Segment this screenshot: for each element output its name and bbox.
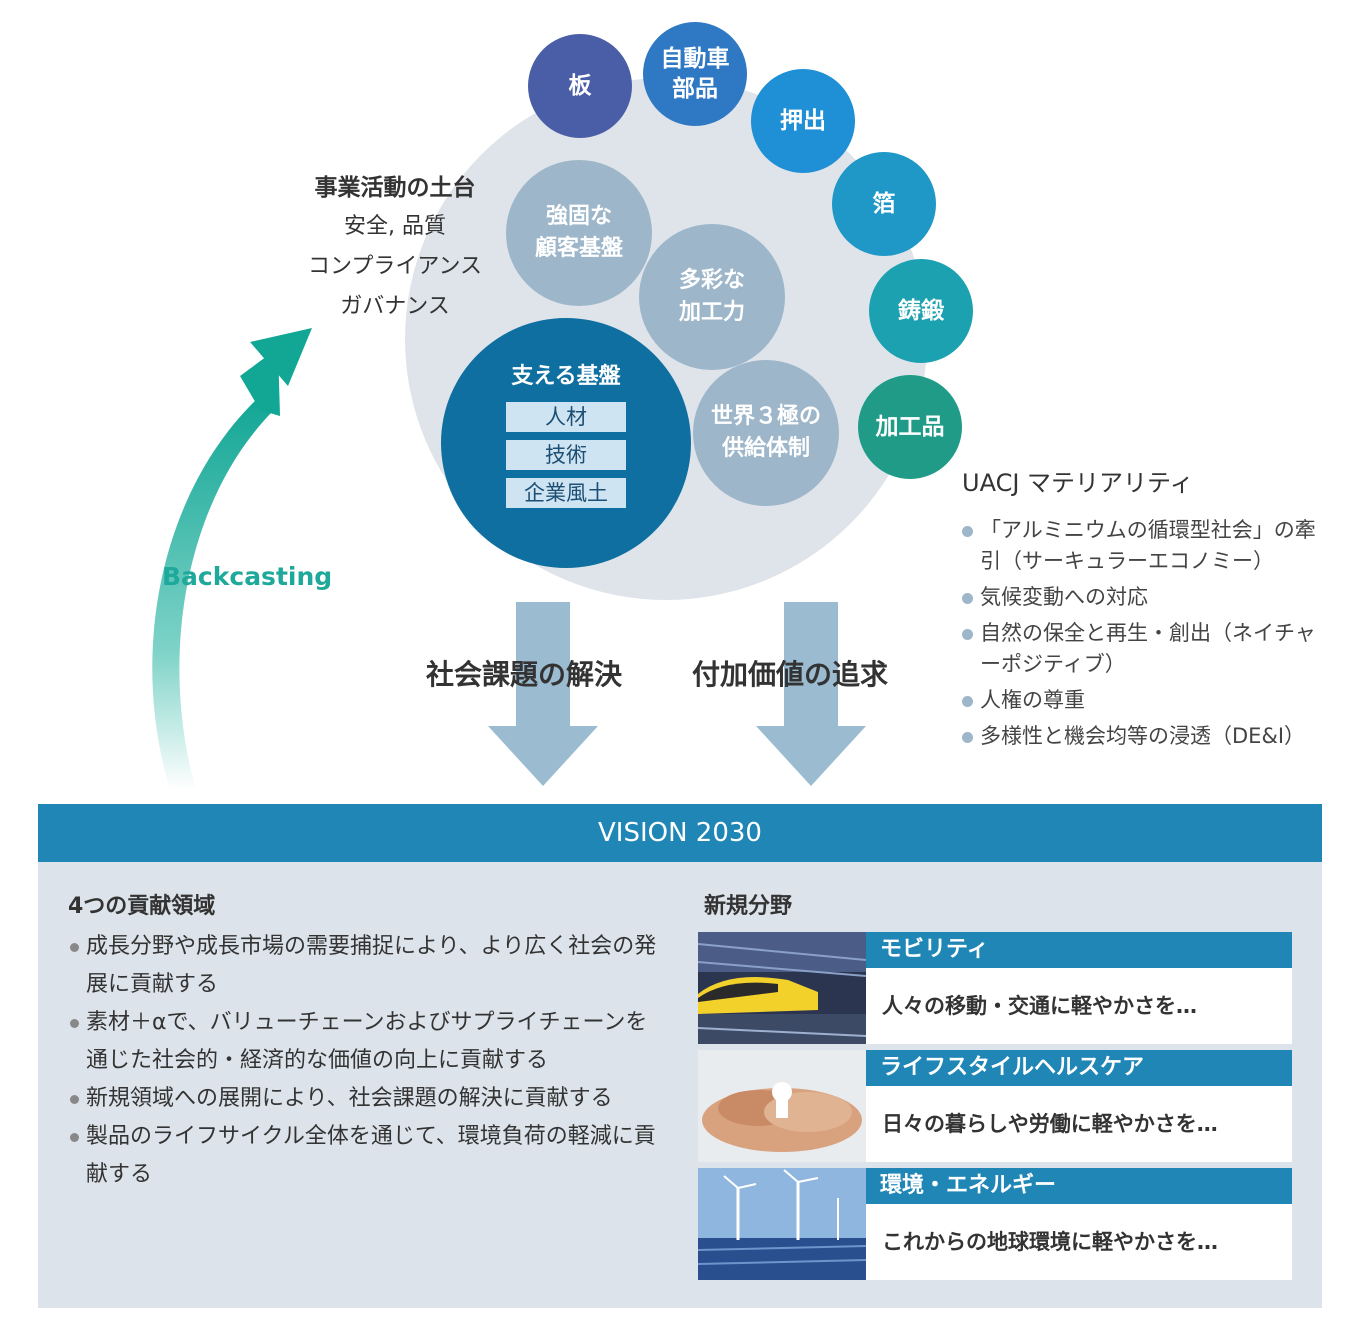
backcasting-arrow bbox=[152, 328, 312, 790]
new-field-lifestyle-healthcare: ライフスタイルヘルスケア 日々の暮らしや労働に軽やかさを… bbox=[698, 1050, 1292, 1162]
new-field-environment-energy: 環境・エネルギー これからの地球環境に軽やかさを… bbox=[698, 1168, 1292, 1280]
foundation-line: コンプライアンス bbox=[307, 254, 483, 279]
contribution-list: 成長分野や成長市場の需要捕捉により、より広く社会の発展に貢献する 素材＋αで、バ… bbox=[68, 928, 658, 1194]
bullet-icon bbox=[962, 593, 973, 604]
train-image bbox=[698, 932, 866, 1044]
materiality-item: 「アルミニウムの循環型社会」の牽引（サーキュラーエコノミー） bbox=[958, 515, 1328, 577]
contribution-item: 製品のライフサイクル全体を通じて、環境負荷の軽減に貢献する bbox=[68, 1118, 658, 1194]
field-name: モビリティ bbox=[866, 932, 1292, 968]
contribution-item: 素材＋αで、バリューチェーンおよびサプライチェーンを通じた社会的・経済的な価値の… bbox=[68, 1004, 658, 1080]
segment-circle-auto-parts: 自動車 部品 bbox=[643, 22, 747, 126]
bullet-icon bbox=[70, 1095, 79, 1104]
support-item: 企業風土 bbox=[506, 478, 626, 508]
foundation-line: 安全, 品質 bbox=[344, 214, 446, 239]
field-description: 人々の移動・交通に軽やかさを… bbox=[882, 994, 1197, 1018]
contribution-item: 新規領域への展開により、社会課題の解決に貢献する bbox=[68, 1080, 658, 1118]
social-issues-down-arrow bbox=[488, 602, 598, 786]
segment-circle-processed-products: 加工品 bbox=[858, 375, 962, 479]
supply-system-circle: 世界３極の 供給体制 bbox=[693, 360, 839, 506]
new-fields-title: 新規分野 bbox=[704, 894, 793, 919]
bullet-icon bbox=[70, 1133, 79, 1142]
vision-title-bar: VISION 2030 bbox=[38, 804, 1322, 862]
contribution-title: 4つの貢献領域 bbox=[68, 894, 216, 919]
support-foundation-circle: 支える基盤 人材 技術 企業風土 bbox=[441, 318, 691, 568]
new-field-mobility: モビリティ 人々の移動・交通に軽やかさを… bbox=[698, 932, 1292, 1044]
customer-base-circle: 強固な 顧客基盤 bbox=[506, 160, 652, 306]
wind-solar-image bbox=[698, 1168, 866, 1280]
bullet-icon bbox=[70, 1019, 79, 1028]
materiality-item: 人権の尊重 bbox=[958, 685, 1328, 716]
bullet-icon bbox=[962, 526, 973, 537]
hands-image bbox=[698, 1050, 866, 1162]
materiality-item: 気候変動への対応 bbox=[958, 582, 1328, 613]
field-name: ライフスタイルヘルスケア bbox=[866, 1050, 1292, 1086]
segment-circle-foil: 箔 bbox=[832, 152, 936, 256]
social-issues-label: 社会課題の解決 bbox=[426, 658, 623, 691]
materiality-item: 多様性と機会均等の浸透（DE&I） bbox=[958, 721, 1328, 752]
bullet-icon bbox=[70, 943, 79, 952]
segment-circle-casting-forging: 鋳鍛 bbox=[869, 259, 973, 363]
bullet-icon bbox=[962, 732, 973, 743]
processing-capability-circle: 多彩な 加工力 bbox=[639, 224, 785, 370]
materiality-title: UACJ マテリアリティ bbox=[962, 469, 1194, 497]
field-name: 環境・エネルギー bbox=[866, 1168, 1292, 1204]
materiality-list: 「アルミニウムの循環型社会」の牽引（サーキュラーエコノミー） 気候変動への対応 … bbox=[958, 515, 1328, 757]
support-item: 技術 bbox=[506, 440, 626, 470]
foundation-line: ガバナンス bbox=[340, 294, 450, 319]
added-value-label: 付加価値の追求 bbox=[692, 658, 889, 691]
foundation-title: 事業活動の土台 bbox=[314, 175, 476, 201]
field-description: これからの地球環境に軽やかさを… bbox=[882, 1230, 1218, 1254]
bullet-icon bbox=[962, 629, 973, 640]
added-value-down-arrow bbox=[756, 602, 866, 786]
materiality-item: 自然の保全と再生・創出（ネイチャーポジティブ） bbox=[958, 618, 1328, 680]
segment-circle-extrusion: 押出 bbox=[751, 69, 855, 173]
segment-circle-sheet: 板 bbox=[528, 34, 632, 138]
contribution-item: 成長分野や成長市場の需要捕捉により、より広く社会の発展に貢献する bbox=[68, 928, 658, 1004]
field-description: 日々の暮らしや労働に軽やかさを… bbox=[882, 1112, 1218, 1136]
support-title: 支える基盤 bbox=[511, 364, 621, 389]
bullet-icon bbox=[962, 696, 973, 707]
support-item: 人材 bbox=[506, 402, 626, 432]
backcasting-label: Backcasting bbox=[162, 562, 333, 591]
